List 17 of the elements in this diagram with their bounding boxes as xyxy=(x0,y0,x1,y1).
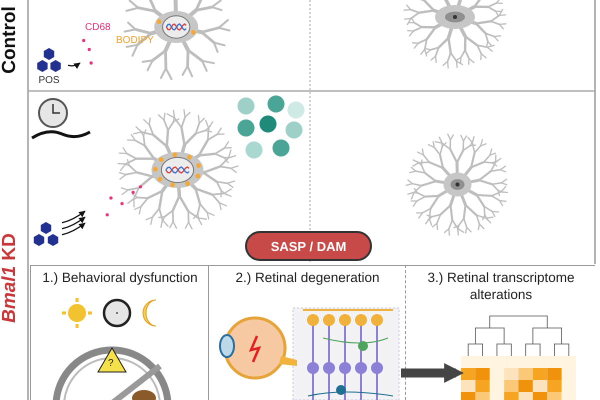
marker-label: BODIPY xyxy=(116,35,154,46)
pos-label: POS xyxy=(37,75,61,86)
panel-heading: 1.) Behavioral dysfunction xyxy=(41,269,199,286)
panel xyxy=(405,265,595,400)
arrow xyxy=(401,363,464,383)
arrow xyxy=(62,210,86,224)
row-label: Bmal1 KD xyxy=(0,232,20,325)
arrow xyxy=(68,62,81,69)
arrow xyxy=(62,216,86,230)
panel-heading: 2.) Retinal degeneration xyxy=(234,269,381,286)
arrow xyxy=(62,222,86,236)
sasp-dam-badge: SASP / DAM xyxy=(245,231,372,261)
question-mark: ? xyxy=(108,358,114,369)
panel-heading: 3.) Retinal transcriptome alterations xyxy=(426,269,576,303)
panel xyxy=(208,265,405,400)
row-label: Control xyxy=(0,5,20,76)
marker-label: CD68 xyxy=(85,22,111,33)
